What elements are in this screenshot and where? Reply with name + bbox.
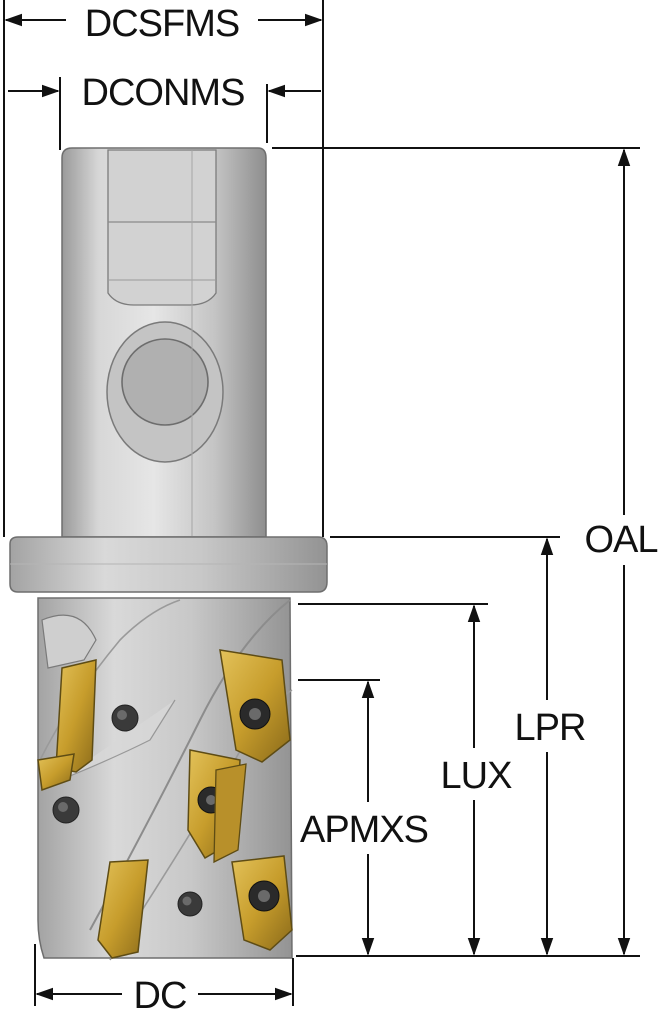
insert	[41, 614, 97, 669]
insert	[213, 763, 247, 864]
dimension-labels: DCSFMS DCONMS OAL LPR LUX APMXS DC	[82, 3, 659, 1017]
label-dconms: DCONMS	[82, 72, 245, 114]
label-dc: DC	[134, 975, 187, 1017]
label-oal: OAL	[584, 519, 657, 561]
insert	[97, 859, 149, 959]
insert	[37, 753, 75, 792]
shank-hole	[121, 338, 209, 426]
label-lpr: LPR	[515, 707, 586, 749]
label-apmxs: APMXS	[300, 809, 428, 851]
label-lux: LUX	[441, 755, 513, 797]
shank-flat	[107, 149, 217, 306]
tool-body	[9, 147, 328, 961]
label-dcsfms: DCSFMS	[85, 3, 239, 45]
dimensions	[3, 0, 640, 1006]
inserts	[37, 614, 293, 959]
insert	[55, 659, 97, 773]
